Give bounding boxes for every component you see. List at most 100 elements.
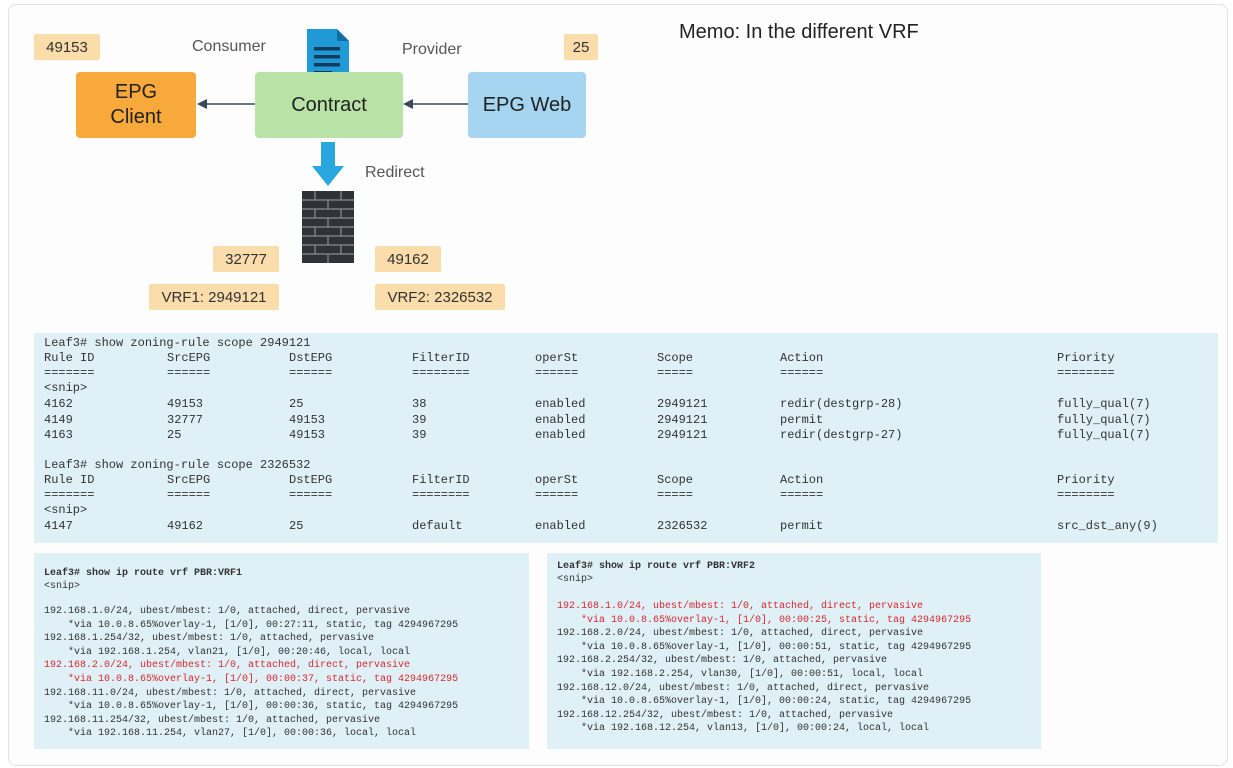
route-snip-vrf1: <snip>: [44, 581, 81, 592]
route-line: 192.168.2.0/24, ubest/mbest: 1/0, attach…: [557, 628, 924, 640]
epg-client-id-tag: 49153: [34, 34, 100, 60]
vrf2-tag: VRF2: 2326532: [375, 284, 505, 310]
redirect-label: Redirect: [365, 164, 425, 181]
route-line: 192.168.2.0/24, ubest/mbest: 1/0, attach…: [44, 660, 411, 672]
route-line: *via 192.168.1.254, vlan21, [1/0], 00:20…: [44, 646, 411, 658]
redirect-arrowhead: [312, 166, 344, 186]
route-line: *via 10.0.8.65%overlay-1, [1/0], 00:00:3…: [44, 701, 459, 713]
zoning-header-underline: ======: [780, 488, 824, 502]
zoning-row-cell: fully_qual(7): [1057, 428, 1151, 442]
route-line: *via 192.168.11.254, vlan27, [1/0], 00:0…: [44, 728, 417, 740]
zoning-header-cell: FilterID: [412, 351, 470, 365]
zoning-row-cell: 4147: [44, 519, 73, 533]
route-line: 192.168.11.0/24, ubest/mbest: 1/0, attac…: [44, 687, 417, 699]
route-line: 192.168.2.254/32, ubest/mbest: 1/0, atta…: [557, 655, 888, 667]
route-panel-vrf1: Leaf3# show ip route vrf PBR:VRF1 <snip>…: [34, 553, 529, 749]
zoning-header-underline: ========: [412, 366, 470, 380]
zoning-row-cell: 49153: [167, 397, 204, 411]
zoning-header-cell: Scope: [657, 351, 694, 365]
zoning-header-underline: ======: [535, 488, 579, 502]
zoning-header-cell: Action: [780, 351, 824, 365]
zoning-row-cell: redir(destgrp-27): [780, 428, 903, 442]
zoning-row-cell: fully_qual(7): [1057, 397, 1151, 411]
route-line: 192.168.1.254/32, ubest/mbest: 1/0, atta…: [44, 633, 375, 645]
zoning-row-cell: 2949121: [657, 397, 708, 411]
zoning-snip: <snip>: [44, 503, 88, 517]
route-command-vrf1: Leaf3# show ip route vrf PBR:VRF1: [44, 568, 243, 579]
zoning-header-cell: Priority: [1057, 351, 1115, 365]
zoning-row-cell: 25: [289, 397, 304, 411]
zoning-row-cell: 4162: [44, 397, 73, 411]
zoning-header-cell: Action: [780, 473, 824, 487]
epg-web-box: EPG Web: [468, 72, 586, 138]
zoning-command-2: Leaf3# show zoning-rule scope 2326532: [44, 458, 311, 472]
route-line: *via 10.0.8.65%overlay-1, [1/0], 00:27:1…: [44, 619, 459, 631]
zoning-header-underline: ======: [535, 366, 579, 380]
zoning-row-cell: 49153: [289, 412, 326, 427]
zoning-header-underline: ======: [289, 366, 333, 380]
zoning-header-underline: =======: [44, 366, 95, 380]
zoning-header-underline: ======: [167, 366, 211, 380]
memo-title: Memo: In the different VRF: [679, 21, 919, 43]
firewall-right-id-tag: 49162: [375, 246, 441, 272]
zoning-header-underline: =======: [44, 488, 95, 502]
zoning-row-cell: 49162: [167, 519, 204, 533]
route-line: *via 10.0.8.65%overlay-1, [1/0], 00:00:2…: [557, 696, 972, 708]
route-line: *via 192.168.12.254, vlan13, [1/0], 00:0…: [557, 723, 930, 735]
zoning-row-cell: 2949121: [657, 428, 708, 442]
zoning-row-cell: enabled: [535, 519, 586, 533]
zoning-row-cell: src_dst_any(9): [1057, 519, 1158, 533]
route-line: *via 10.0.8.65%overlay-1, [1/0], 00:00:2…: [557, 614, 972, 626]
route-line: 192.168.1.0/24, ubest/mbest: 1/0, attach…: [44, 606, 411, 617]
zoning-header-cell: SrcEPG: [167, 351, 211, 365]
zoning-header-underline: ======: [780, 366, 824, 380]
zoning-header-underline: ======: [289, 488, 333, 502]
zoning-row-cell: permit: [780, 519, 824, 533]
zoning-snip: <snip>: [44, 381, 88, 395]
zoning-header-cell: operSt: [535, 351, 579, 365]
zoning-row-cell: 4149: [44, 412, 73, 427]
consumer-label: Consumer: [192, 38, 266, 55]
route-line: 192.168.12.0/24, ubest/mbest: 1/0, attac…: [557, 682, 930, 694]
zoning-header-cell: SrcEPG: [167, 473, 211, 487]
route-line: 192.168.12.254/32, ubest/mbest: 1/0, att…: [557, 709, 894, 721]
zoning-header-cell: Rule ID: [44, 473, 95, 487]
redirect-arrow-shaft: [321, 142, 335, 168]
zoning-row-cell: enabled: [535, 412, 586, 427]
vrf1-tag: VRF1: 2949121: [149, 284, 279, 310]
route-snip-vrf2: <snip>: [557, 574, 594, 585]
zoning-header-cell: Priority: [1057, 473, 1115, 487]
zoning-row-cell: 38: [412, 397, 427, 411]
route-line: *via 10.0.8.65%overlay-1, [1/0], 00:00:3…: [44, 674, 459, 685]
zoning-header-underline: ========: [1057, 366, 1115, 380]
zoning-rule-panel: Leaf3# show zoning-rule scope 2949121 Ru…: [34, 333, 1218, 543]
zoning-row-cell: enabled: [535, 428, 586, 442]
firewall-left-id-tag: 32777: [213, 246, 279, 272]
zoning-row-cell: default: [412, 519, 463, 533]
zoning-row-cell: permit: [780, 412, 824, 427]
zoning-row-cell: redir(destgrp-28): [780, 397, 903, 411]
zoning-row-cell: 2326532: [657, 519, 708, 533]
epg-web-id-tag: 25: [564, 34, 598, 60]
zoning-header-underline: ========: [412, 488, 470, 502]
epg-client-box: EPG Client: [76, 72, 196, 138]
zoning-row-cell: 32777: [167, 412, 204, 427]
zoning-header-cell: DstEPG: [289, 351, 333, 365]
web-to-contract-arrowhead: [403, 99, 413, 109]
zoning-row-cell: 39: [412, 412, 427, 427]
contract-box: Contract: [255, 72, 403, 138]
route-line: *via 10.0.8.65%overlay-1, [1/0], 00:00:5…: [557, 641, 972, 653]
route-line: 192.168.11.254/32, ubest/mbest: 1/0, att…: [44, 714, 381, 726]
zoning-header-cell: Rule ID: [44, 351, 95, 365]
route-line: *via 192.168.2.254, vlan30, [1/0], 00:00…: [557, 669, 924, 680]
zoning-header-cell: FilterID: [412, 473, 470, 487]
zoning-row-cell: 2949121: [657, 412, 708, 427]
route-panel-vrf2: Leaf3# show ip route vrf PBR:VRF2 <snip>…: [547, 553, 1041, 749]
diagram-arrows: [197, 99, 468, 186]
zoning-header-underline: =====: [657, 488, 694, 502]
route-command-vrf2: Leaf3# show ip route vrf PBR:VRF2: [557, 561, 756, 572]
zoning-row-cell: fully_qual(7): [1057, 412, 1151, 427]
zoning-header-underline: =====: [657, 366, 694, 380]
zoning-header-cell: Scope: [657, 473, 694, 487]
zoning-header-underline: ======: [167, 488, 211, 502]
